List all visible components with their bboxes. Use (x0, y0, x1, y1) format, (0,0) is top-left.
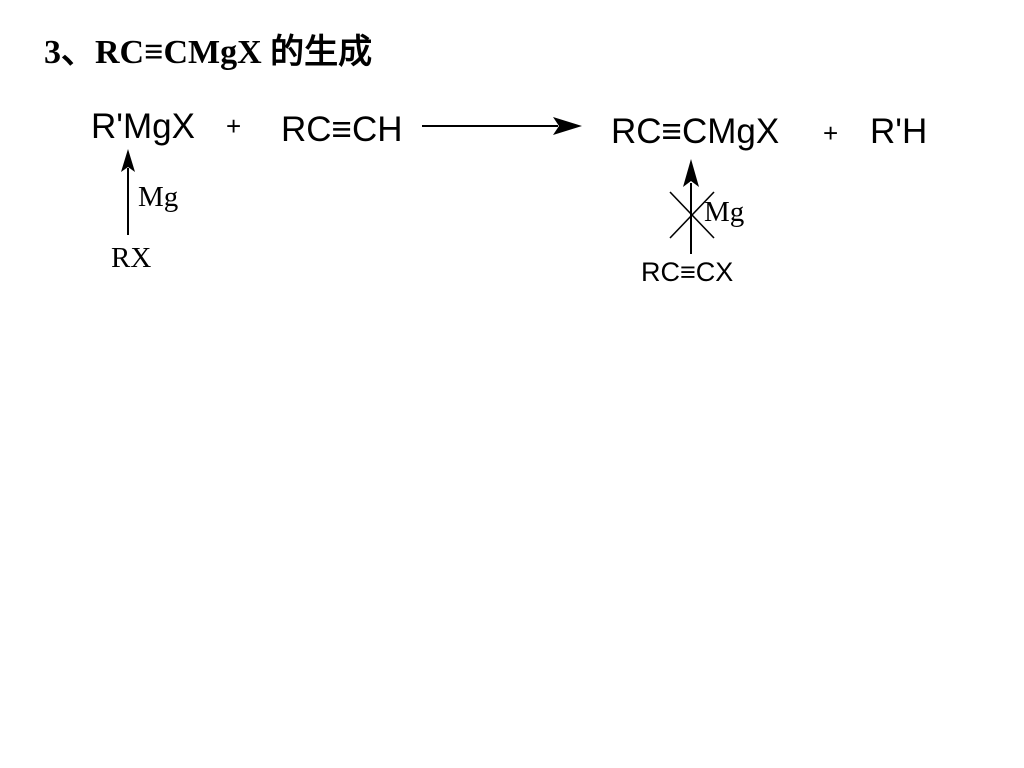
main-reaction-arrow (422, 117, 582, 135)
plus-sign-2: + (823, 118, 839, 148)
starting-material-haloalkyne: RC≡CX (641, 257, 734, 287)
slide-title: 3、RC≡CMgX 的生成 (44, 34, 373, 71)
right-up-arrow (683, 159, 699, 254)
cross-out-mark (669, 191, 715, 239)
starting-material-rx: RX (111, 242, 152, 274)
left-up-arrow (121, 149, 135, 235)
reactant-alkyne: RC≡CH (281, 110, 403, 149)
reagent-mg-left: Mg (138, 181, 179, 213)
reactant-grignard: R'MgX (91, 107, 195, 146)
plus-sign-1: + (226, 111, 242, 141)
reagent-mg-right: Mg (704, 196, 745, 228)
product-alkane: R'H (870, 112, 928, 151)
product-acetylide-grignard: RC≡CMgX (611, 112, 780, 151)
